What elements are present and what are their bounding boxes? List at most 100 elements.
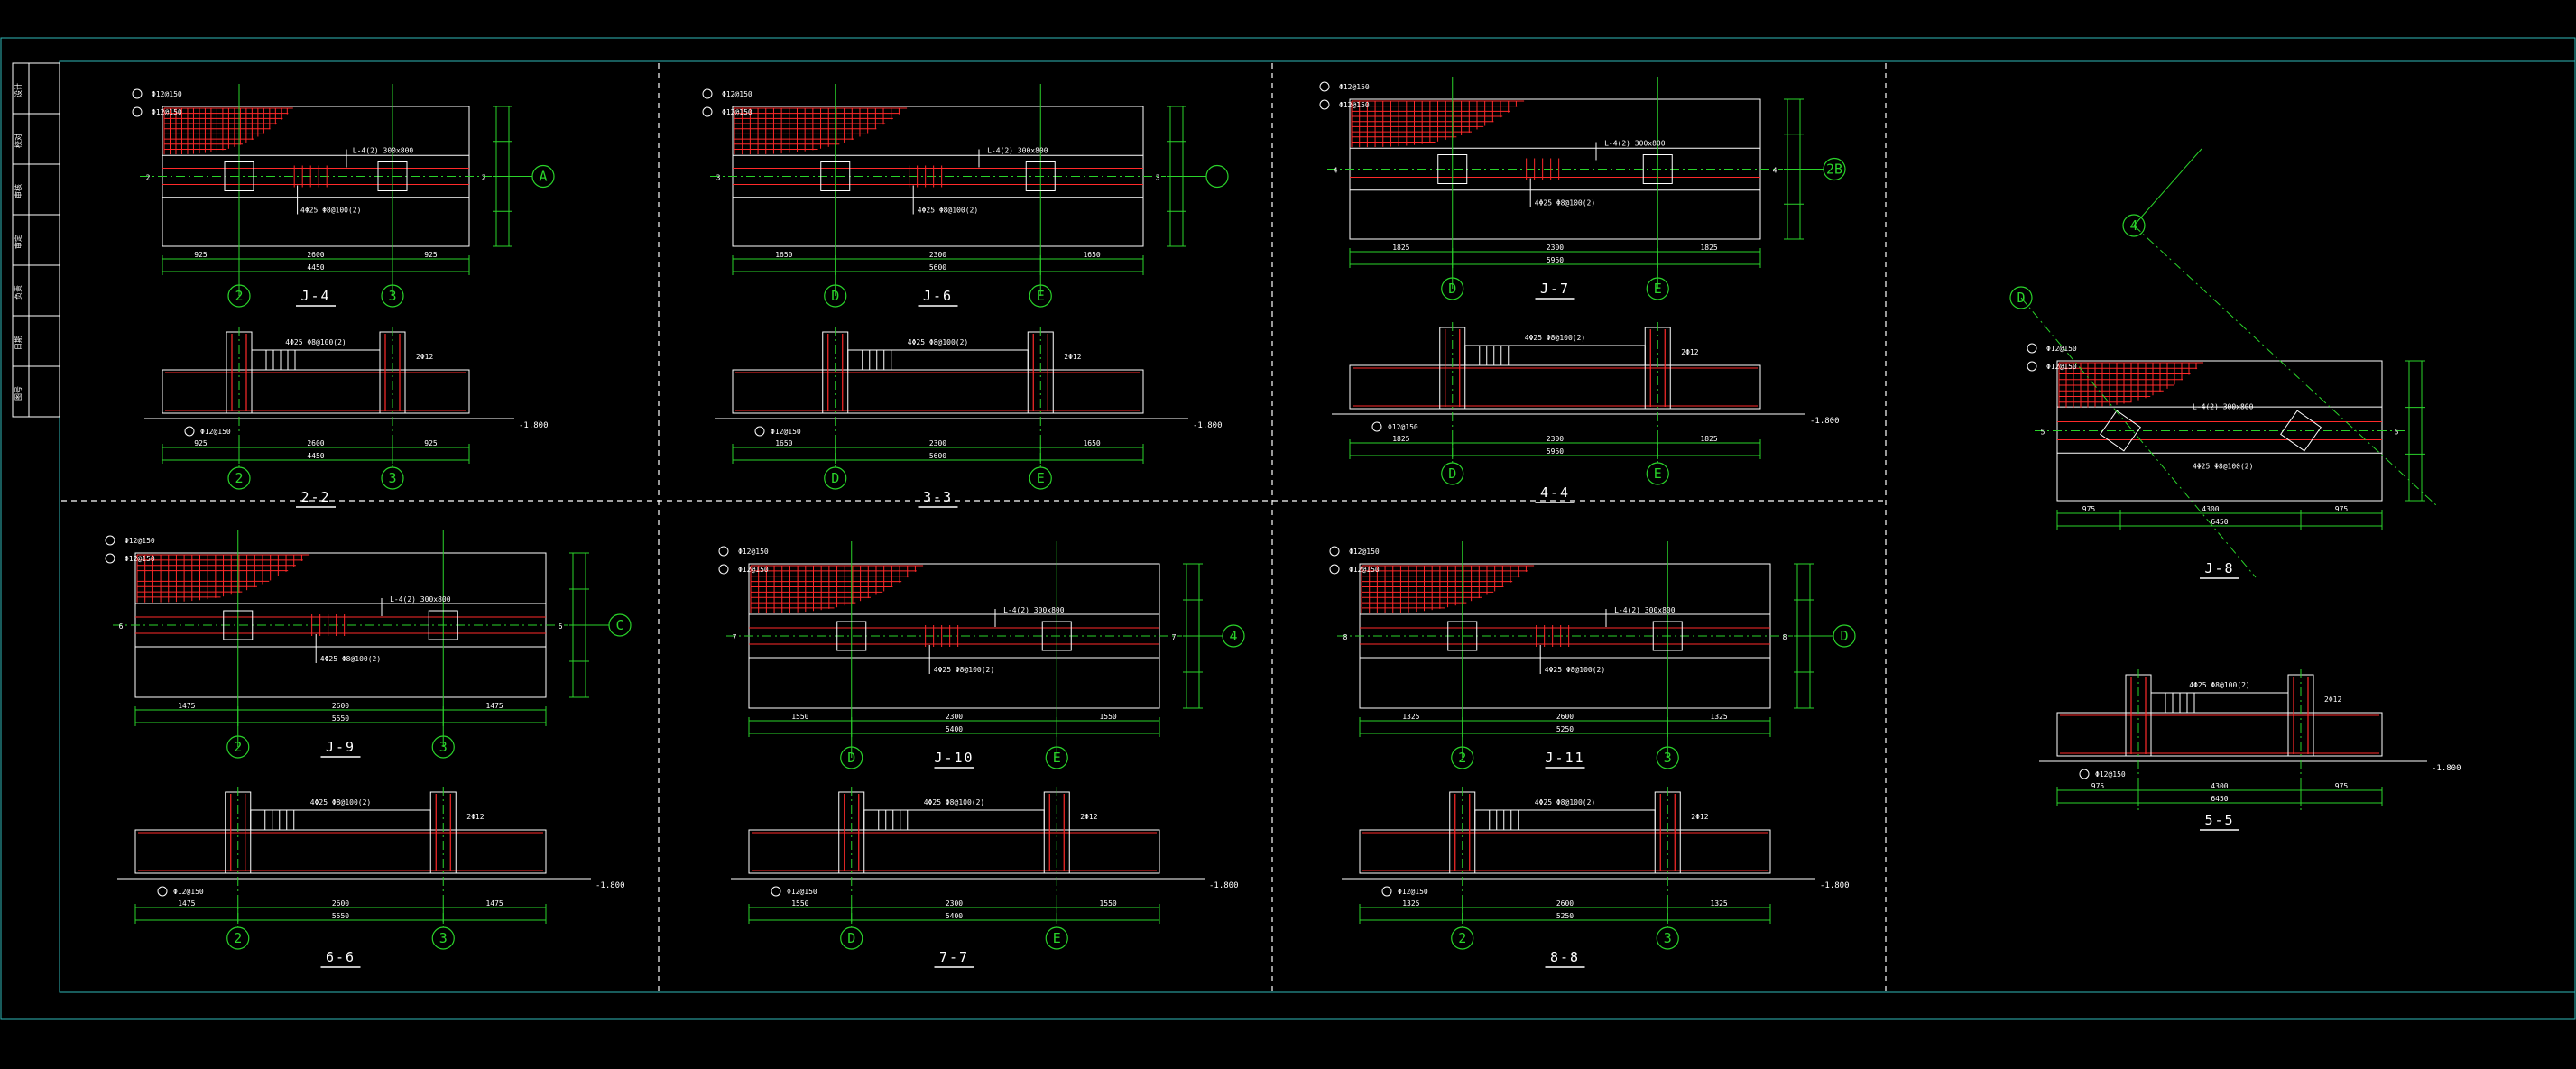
note-bottom: Φ12@150 — [738, 566, 769, 574]
note-bubble-1 — [2079, 769, 2090, 779]
footing-outline — [1359, 563, 1771, 709]
column-outline — [1652, 621, 1683, 651]
axis-circle — [381, 466, 404, 490]
beam-label: L-4(2) 300x800 — [2193, 403, 2254, 411]
note-bottom: Φ12@150 — [2046, 363, 2077, 371]
footing-outline — [732, 106, 1144, 247]
column-outline — [1437, 154, 1468, 184]
axis-label: E — [1654, 465, 1662, 482]
dim-text: 2300 — [946, 713, 963, 721]
dim-text: 925 — [424, 439, 438, 447]
beam-label: L-4(2) 300x800 — [353, 147, 414, 155]
dim-text: 1825 — [1392, 435, 1409, 443]
axis-bubble-right: 3 — [381, 284, 404, 308]
axis-circle — [1451, 926, 1474, 950]
column-outline — [377, 161, 408, 191]
note-bubble-1 — [1371, 421, 1382, 432]
footing-outline — [1349, 98, 1761, 240]
dim-text: 1650 — [775, 439, 792, 447]
end-axis-bubble: C — [608, 613, 632, 637]
end-axis-bubble: 2B — [1823, 157, 1846, 181]
note-bubble-1 — [754, 426, 765, 437]
rotated-column — [2100, 410, 2141, 452]
section-mark-left: 7 — [733, 633, 737, 641]
section-title: 5-5 — [2204, 812, 2234, 828]
sheet-frame — [0, 37, 2576, 1020]
note-bubble-1 — [771, 886, 781, 897]
axis-label: 2 — [234, 930, 242, 946]
axis-bubble-right: E — [1646, 462, 1669, 485]
axis-label: E — [1053, 930, 1061, 946]
axis-circle — [824, 284, 847, 308]
axis-bubble-left: 2 — [1451, 926, 1474, 950]
beam-rebar-label: 4Φ25 Φ8@100(2) — [1545, 666, 1605, 674]
col-note: 2Φ12 — [1681, 348, 1698, 356]
dim-text: 5250 — [1556, 912, 1574, 920]
rebar-mesh — [136, 554, 310, 603]
section-mark-right: 4 — [1773, 167, 1777, 175]
dim-text: 2300 — [946, 899, 963, 908]
dim-text: 1475 — [178, 899, 195, 908]
dim-text: 1325 — [1402, 899, 1419, 908]
section-title: 3-3 — [923, 489, 953, 505]
plan-title: J-8 — [2204, 560, 2234, 576]
column-outline — [820, 161, 851, 191]
axis-bubble-right: 3 — [1656, 926, 1679, 950]
footing-section — [748, 829, 1160, 874]
axis-label: D — [1448, 465, 1456, 482]
inner-border — [59, 60, 2576, 993]
beam-label: L-4(2) 300x800 — [390, 595, 451, 604]
title-block-cell: 审定 — [14, 235, 23, 249]
dim-text: 2300 — [929, 251, 946, 259]
note-bubble-1 — [702, 88, 713, 99]
title-block-cell: 日期 — [14, 336, 23, 350]
axis-label: D — [1840, 628, 1848, 644]
axis-circle — [2009, 286, 2033, 309]
note-top: Φ12@150 — [2095, 770, 2126, 779]
dim-text: 1550 — [791, 713, 808, 721]
axis-label: A — [539, 169, 547, 185]
axis-circle — [1222, 624, 1245, 648]
dim-text: 925 — [424, 251, 438, 259]
col-note: 2Φ12 — [1691, 813, 1708, 821]
title-block-cell: 负责 — [14, 285, 23, 300]
note-bubble-2 — [1329, 564, 1340, 575]
dim-text: 1550 — [791, 899, 808, 908]
dim-text: 4450 — [307, 452, 324, 460]
col-note: 2Φ12 — [416, 353, 433, 361]
dim-text: 5550 — [332, 714, 349, 723]
section-title: 4-4 — [1540, 484, 1570, 501]
axis-bubble-right: E — [1029, 284, 1052, 308]
dim-text: 2600 — [307, 251, 324, 259]
axis-bubble-right: E — [1045, 746, 1068, 769]
dim-text: 1825 — [1700, 435, 1717, 443]
axis-label: C — [615, 617, 623, 633]
dim-text: 2300 — [1547, 435, 1564, 443]
axis-circle — [1441, 277, 1464, 300]
plan-title: J-7 — [1540, 281, 1570, 297]
footing-section — [134, 829, 547, 874]
title-block-cell: 审核 — [14, 184, 23, 198]
skew-axis — [2020, 297, 2257, 578]
elevation-label: -1.800 — [519, 421, 549, 430]
dim-text: 975 — [2335, 505, 2349, 513]
plan-title: J-10 — [934, 750, 974, 766]
axis-bubble-left: 2 — [227, 284, 251, 308]
column-outline — [223, 610, 254, 640]
dim-text: 1550 — [1099, 899, 1116, 908]
footing-outline — [748, 563, 1160, 709]
axis-circle — [1205, 164, 1229, 189]
dim-text: 4300 — [2211, 782, 2228, 790]
axis-label: 3 — [439, 739, 448, 755]
dim-text: 1475 — [485, 899, 503, 908]
plan-title: J-11 — [1545, 750, 1584, 766]
note-top: Φ12@150 — [200, 428, 231, 436]
note-bubble-1 — [1329, 546, 1340, 557]
